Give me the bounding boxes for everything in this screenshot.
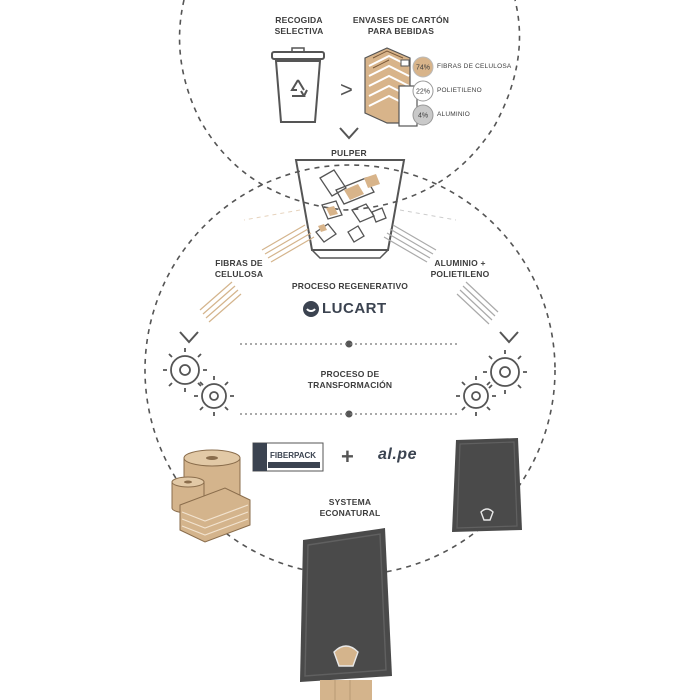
flow-arrow-down-right — [499, 331, 519, 344]
fiber-flow-stripes — [199, 224, 315, 323]
pulper-label: PULPER — [331, 148, 367, 158]
system-label: SYSTEMA ECONATURAL — [319, 497, 381, 518]
paper-products-icon — [171, 449, 251, 543]
composition-circles: 74% 22% 4% — [412, 56, 434, 126]
top-cycle-dashed-circle — [178, 0, 521, 211]
composition-label-2: ALUMINIO — [437, 111, 471, 118]
composition-label-0: FIBRAS DE CELULOSA — [437, 63, 512, 70]
lucart-logo-text: LUCART — [322, 300, 387, 317]
composition-circle-aluminium — [412, 104, 434, 126]
composition-percent-1: 22% — [416, 89, 430, 96]
fiberpack-badge: FIBERPACK — [252, 442, 324, 472]
composition-label-1: POLIETILENO — [437, 87, 482, 94]
large-dispenser-icon — [300, 528, 392, 700]
cartons-label: ENVASES DE CARTÓN PARA BEBIDAS — [352, 15, 450, 36]
collection-label: RECOGIDA SELECTIVA — [274, 15, 324, 36]
pulper-icon — [294, 159, 406, 259]
transformation-label: PROCESO DE TRANSFORMACIÓN — [307, 369, 393, 390]
regenerative-label: PROCESO REGENERATIVO — [291, 281, 409, 291]
flow-arrow-down-top — [339, 127, 359, 140]
svg-text:FIBERPACK: FIBERPACK — [270, 451, 316, 460]
fibers-label: FIBRAS DE CELULOSA — [214, 258, 264, 279]
gears-right-icon — [456, 350, 527, 416]
composition-percent-0: 74% — [416, 65, 430, 72]
separator-dots — [345, 340, 353, 418]
composition-circle-polyethylene — [412, 80, 434, 102]
composition-percent-2: 4% — [418, 113, 428, 120]
flow-arrow-right: > — [340, 77, 353, 102]
aluminium-label: ALUMINIO + POLIETILENO — [430, 258, 490, 279]
lucart-logo-mark — [303, 301, 319, 317]
composition-circle-fibers — [412, 56, 434, 78]
plus-sign: + — [341, 444, 354, 469]
carton-stack-icon — [364, 47, 418, 127]
flow-arrow-down-left — [179, 331, 199, 344]
alpe-logo: al.pe — [378, 446, 417, 463]
small-dispenser-icon — [452, 438, 522, 532]
gears-left-icon — [163, 348, 234, 416]
aluminium-flow-stripes — [383, 224, 499, 325]
recycle-bin-icon — [271, 47, 325, 123]
